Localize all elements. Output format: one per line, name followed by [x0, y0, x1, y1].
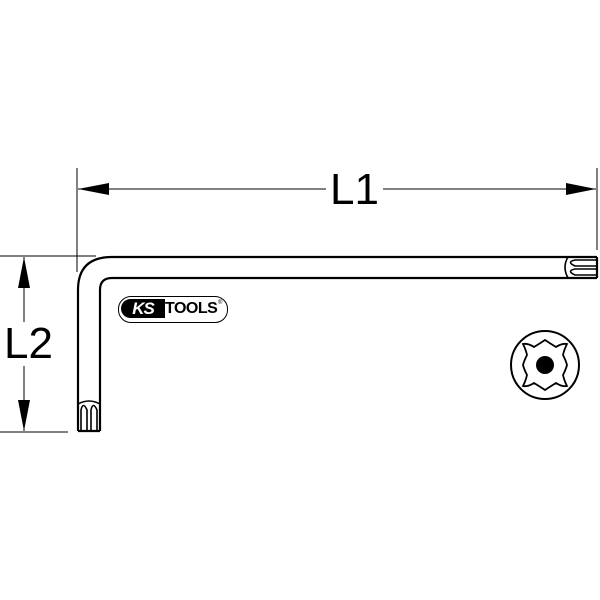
long-arm-torx-tip-icon	[564, 256, 597, 279]
logo-brand-tools: TOOLS	[165, 300, 218, 317]
l-key-outer-outline	[76, 255, 597, 431]
registered-mark: ®	[218, 300, 223, 306]
logo-brand-ks: KS	[121, 299, 165, 318]
l1-dimension-label: L1	[326, 168, 383, 212]
l2-arrow-bottom-icon	[18, 400, 30, 431]
l1-arrow-right-icon	[566, 183, 596, 195]
l1-arrow-left-icon	[78, 183, 109, 195]
short-arm-torx-tip-icon	[77, 400, 101, 431]
l-key-inner-outline	[98, 276, 597, 431]
ks-tools-logo: KS TOOLS ®	[118, 296, 228, 323]
l2-dimension-label: L2	[0, 322, 57, 366]
torx-end-view-icon	[510, 330, 580, 400]
l2-arrow-top-icon	[18, 257, 30, 288]
